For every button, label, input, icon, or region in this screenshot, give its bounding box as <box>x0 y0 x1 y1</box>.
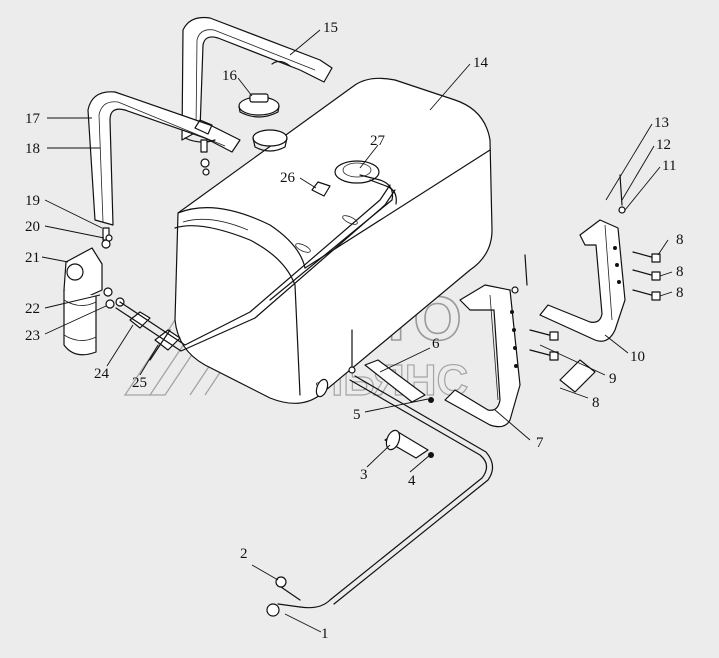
callout-18: 18 <box>25 141 40 157</box>
callout-24: 24 <box>94 366 110 382</box>
filler-cap <box>238 93 280 118</box>
callout-12: 12 <box>656 137 671 153</box>
callout-15: 15 <box>323 20 338 36</box>
callout-labels: 1 2 3 4 5 6 7 8 8 8 8 9 10 11 12 13 14 1… <box>25 20 684 642</box>
callout-20: 20 <box>25 219 40 235</box>
callout-11: 11 <box>662 158 676 174</box>
callout-5: 5 <box>353 407 361 423</box>
callout-8-mid: 8 <box>676 264 684 280</box>
callout-27: 27 <box>370 133 386 149</box>
callout-10: 10 <box>630 349 645 365</box>
callout-17: 17 <box>25 111 41 127</box>
bracket-bolts <box>511 174 661 393</box>
callout-25: 25 <box>132 375 147 391</box>
callout-16: 16 <box>222 68 238 84</box>
callout-1: 1 <box>321 626 329 642</box>
strap-bolts <box>101 139 210 249</box>
fuel-filter <box>63 247 125 356</box>
callout-14: 14 <box>473 55 489 71</box>
callout-13: 13 <box>654 115 669 131</box>
callout-8-top: 8 <box>676 232 684 248</box>
callout-4: 4 <box>408 473 416 489</box>
strap-lower <box>87 91 241 226</box>
leader-lines <box>41 29 673 633</box>
callout-7: 7 <box>536 435 544 451</box>
callout-21: 21 <box>25 250 40 266</box>
callout-26: 26 <box>280 170 296 186</box>
callout-2: 2 <box>240 546 248 562</box>
mounting-bracket-rear <box>539 219 626 342</box>
callout-23: 23 <box>25 328 40 344</box>
callout-3: 3 <box>360 467 368 483</box>
callout-8-bottom: 8 <box>676 285 684 301</box>
fuel-lines <box>115 174 494 617</box>
callout-8-lower: 8 <box>592 395 600 411</box>
callout-19: 19 <box>25 193 40 209</box>
callout-6: 6 <box>432 336 440 352</box>
pipe-clamps <box>129 311 181 361</box>
callout-9: 9 <box>609 371 617 387</box>
callout-22: 22 <box>25 301 40 317</box>
mounting-bracket-front <box>444 284 521 428</box>
